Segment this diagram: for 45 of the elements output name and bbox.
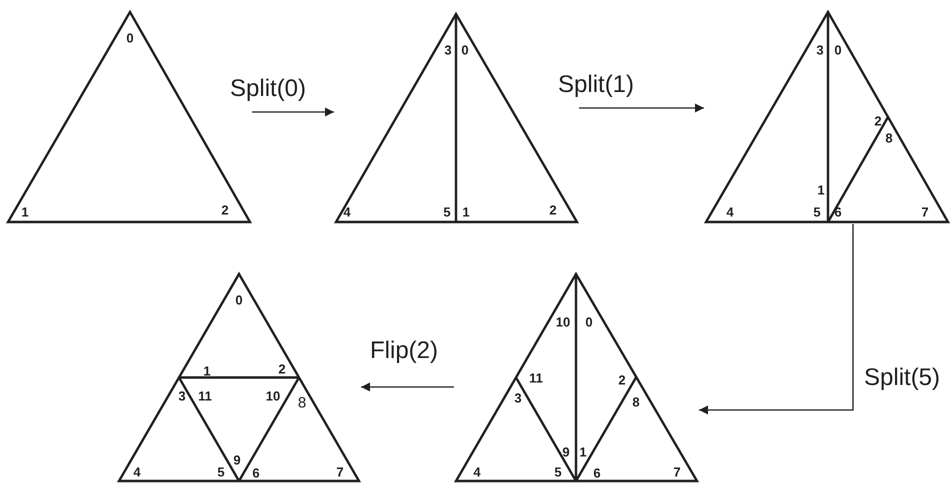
vertex-number: 0 bbox=[235, 294, 243, 306]
vertex-number: 5 bbox=[554, 466, 562, 478]
arrow bbox=[579, 103, 704, 113]
vertex-number: 4 bbox=[726, 206, 734, 218]
vertex-number: 4 bbox=[473, 466, 481, 478]
vertex-number: 7 bbox=[336, 466, 344, 478]
vertex-number: 3 bbox=[178, 390, 186, 402]
vertex-number: 5 bbox=[217, 466, 225, 478]
vertex-number: 2 bbox=[618, 374, 626, 386]
vertex-number: 11 bbox=[198, 390, 212, 402]
vertex-number: 10 bbox=[266, 390, 280, 402]
vertex-number: 1 bbox=[817, 184, 825, 196]
vertex-number: 0 bbox=[126, 32, 134, 44]
vertex-number: 0 bbox=[834, 44, 842, 56]
vertex-number: 10 bbox=[556, 316, 570, 328]
vertex-number: 9 bbox=[562, 446, 570, 458]
vertex-number: 5 bbox=[443, 206, 451, 218]
arrow bbox=[699, 224, 854, 415]
vertex-number: 7 bbox=[673, 466, 681, 478]
vertex-number: 1 bbox=[203, 364, 211, 378]
vertex-number: 8 bbox=[298, 396, 306, 410]
vertex-number: 3 bbox=[514, 392, 522, 404]
vertex-number: 7 bbox=[921, 206, 929, 218]
vertex-number: 8 bbox=[632, 396, 640, 408]
vertex-number: 9 bbox=[233, 454, 241, 466]
arrow bbox=[361, 382, 454, 392]
vertex-number: 1 bbox=[462, 206, 470, 218]
vertex-number: 5 bbox=[813, 206, 821, 218]
vertex-number: 6 bbox=[593, 466, 601, 480]
vertex-number: 8 bbox=[885, 132, 893, 144]
vertex-number: 3 bbox=[816, 44, 824, 56]
vertex-number: 4 bbox=[343, 206, 351, 218]
vertex-number: 0 bbox=[585, 316, 593, 328]
vertex-number: 6 bbox=[252, 466, 260, 480]
vertex-number: 2 bbox=[549, 204, 557, 216]
vertex-number: 1 bbox=[579, 446, 587, 458]
vertex-number: 2 bbox=[874, 114, 882, 128]
vertex-number: 11 bbox=[529, 372, 543, 384]
vertex-number: 2 bbox=[278, 362, 286, 376]
vertex-number: 2 bbox=[221, 204, 229, 216]
vertex-number: 1 bbox=[21, 206, 29, 218]
arrow bbox=[252, 107, 334, 117]
vertex-number: 3 bbox=[444, 44, 452, 56]
vertex-number: 4 bbox=[133, 466, 141, 478]
vertex-number: 0 bbox=[461, 44, 469, 56]
